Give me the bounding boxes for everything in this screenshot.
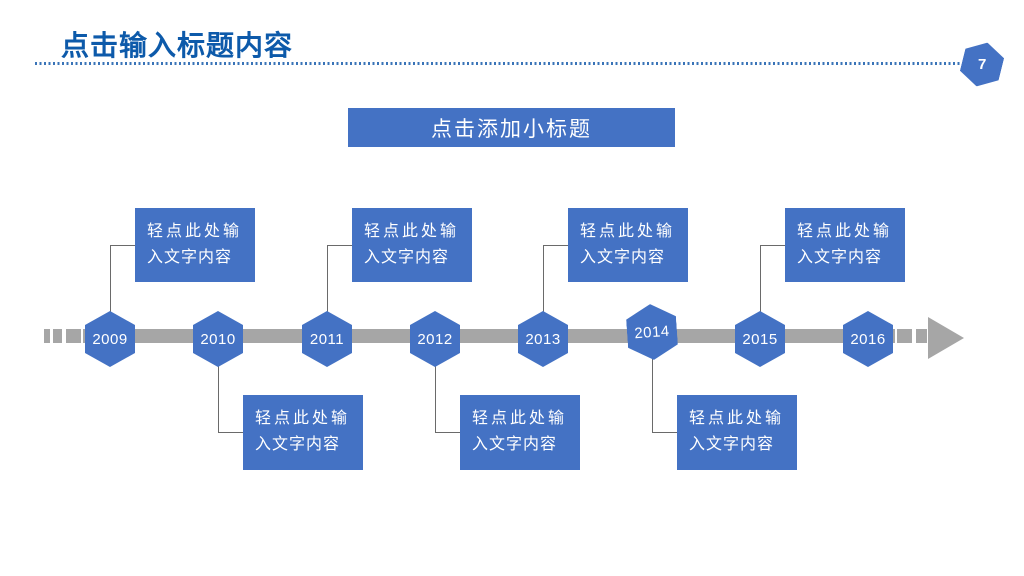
timeline-bar-dash [897,329,912,343]
year-label: 2016 [850,330,886,348]
year-label: 2013 [525,330,561,348]
callout-text-line2: 入文字内容 [580,249,666,266]
year-label: 2011 [309,330,345,348]
connector-line-vertical [327,245,328,314]
callout-text-line2: 入文字内容 [689,436,775,453]
year-label: 2012 [417,330,453,348]
callout-text-line1: 轻点此处输 [255,410,351,427]
subtitle-text: 点击添加小标题 [431,117,592,141]
connector-line-horizontal [327,245,352,246]
callout-box-bottom-2014[interactable]: 轻点此处输入文字内容 [677,395,797,470]
callout-text-line2: 入文字内容 [472,436,558,453]
timeline-bar-dash [44,329,50,343]
connector-line-horizontal [760,245,785,246]
page-title[interactable]: 点击输入标题内容 [61,30,294,61]
connector-line-horizontal [652,432,677,433]
timeline-hexagon-2015[interactable]: 2015 [735,311,785,367]
callout-text-line1: 轻点此处输 [147,223,243,240]
callout-text-line1: 轻点此处输 [472,410,568,427]
timeline-hexagon-2013[interactable]: 2013 [518,311,568,367]
callout-box-top-2009[interactable]: 轻点此处输入文字内容 [135,208,255,282]
timeline-hexagon-2011[interactable]: 2011 [302,311,352,367]
connector-line-vertical [543,245,544,314]
year-label: 2010 [200,330,236,348]
callout-text-line1: 轻点此处输 [364,223,460,240]
timeline-bar-dash [53,329,62,343]
callout-box-top-2015[interactable]: 轻点此处输入文字内容 [785,208,905,282]
timeline-bar-dash [66,329,81,343]
callout-text-line2: 入文字内容 [797,249,883,266]
callout-text-line2: 入文字内容 [364,249,450,266]
callout-box-bottom-2010[interactable]: 轻点此处输入文字内容 [243,395,363,470]
subtitle-box[interactable]: 点击添加小标题 [348,108,675,147]
connector-line-horizontal [218,432,243,433]
timeline-bar-dash [916,329,927,343]
callout-text-line1: 轻点此处输 [797,223,893,240]
callout-box-bottom-2012[interactable]: 轻点此处输入文字内容 [460,395,580,470]
connector-line-vertical [760,245,761,314]
timeline-hexagon-2016[interactable]: 2016 [843,311,893,367]
page-number-badge: 7 [957,38,1007,91]
connector-line-horizontal [435,432,460,433]
connector-line-vertical [435,364,436,432]
connector-line-horizontal [543,245,568,246]
callout-box-top-2011[interactable]: 轻点此处输入文字内容 [352,208,472,282]
connector-line-horizontal [110,245,135,246]
year-label: 2009 [92,330,128,348]
connector-line-vertical [218,364,219,432]
timeline-hexagon-2014[interactable]: 2014 [625,302,679,361]
callout-box-top-2013[interactable]: 轻点此处输入文字内容 [568,208,688,282]
timeline-arrow-icon [928,317,964,359]
connector-line-vertical [110,245,111,314]
timeline-bar [83,329,895,343]
callout-text-line1: 轻点此处输 [689,410,785,427]
callout-text-line2: 入文字内容 [255,436,341,453]
year-label: 2014 [633,322,671,342]
timeline-hexagon-2009[interactable]: 2009 [85,311,135,367]
timeline-hexagon-2012[interactable]: 2012 [410,311,460,367]
title-underline-dotted [35,62,963,65]
year-label: 2015 [742,330,778,348]
page-number: 7 [977,56,987,73]
callout-text-line2: 入文字内容 [147,249,233,266]
timeline-hexagon-2010[interactable]: 2010 [193,311,243,367]
callout-text-line1: 轻点此处输 [580,223,676,240]
connector-line-vertical [652,357,653,432]
